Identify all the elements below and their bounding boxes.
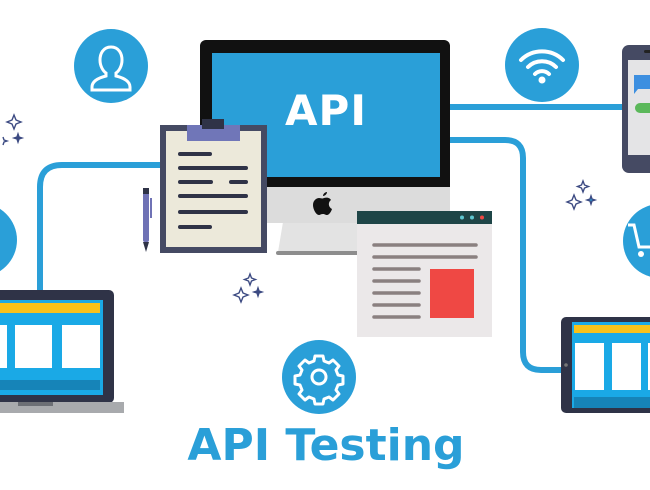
connector-monitor-tablet [450, 137, 562, 373]
connector-lines [37, 104, 624, 373]
connector-clipboard-laptop [37, 162, 162, 292]
cart-icon [623, 205, 650, 277]
wifi-icon [505, 28, 579, 102]
smartphone [622, 45, 650, 173]
pen [143, 188, 152, 252]
user-icon [74, 29, 148, 103]
gear-icon [282, 340, 356, 414]
clipboard [160, 119, 267, 253]
sparkle-icon [2, 113, 598, 304]
apple-logo-icon [313, 192, 332, 215]
browser-window [357, 211, 492, 337]
monitor-screen-label: API [285, 86, 367, 135]
page-title: API Testing [187, 420, 465, 471]
tablet [561, 317, 650, 413]
left-partial-circle [0, 208, 17, 272]
laptop [0, 290, 124, 413]
